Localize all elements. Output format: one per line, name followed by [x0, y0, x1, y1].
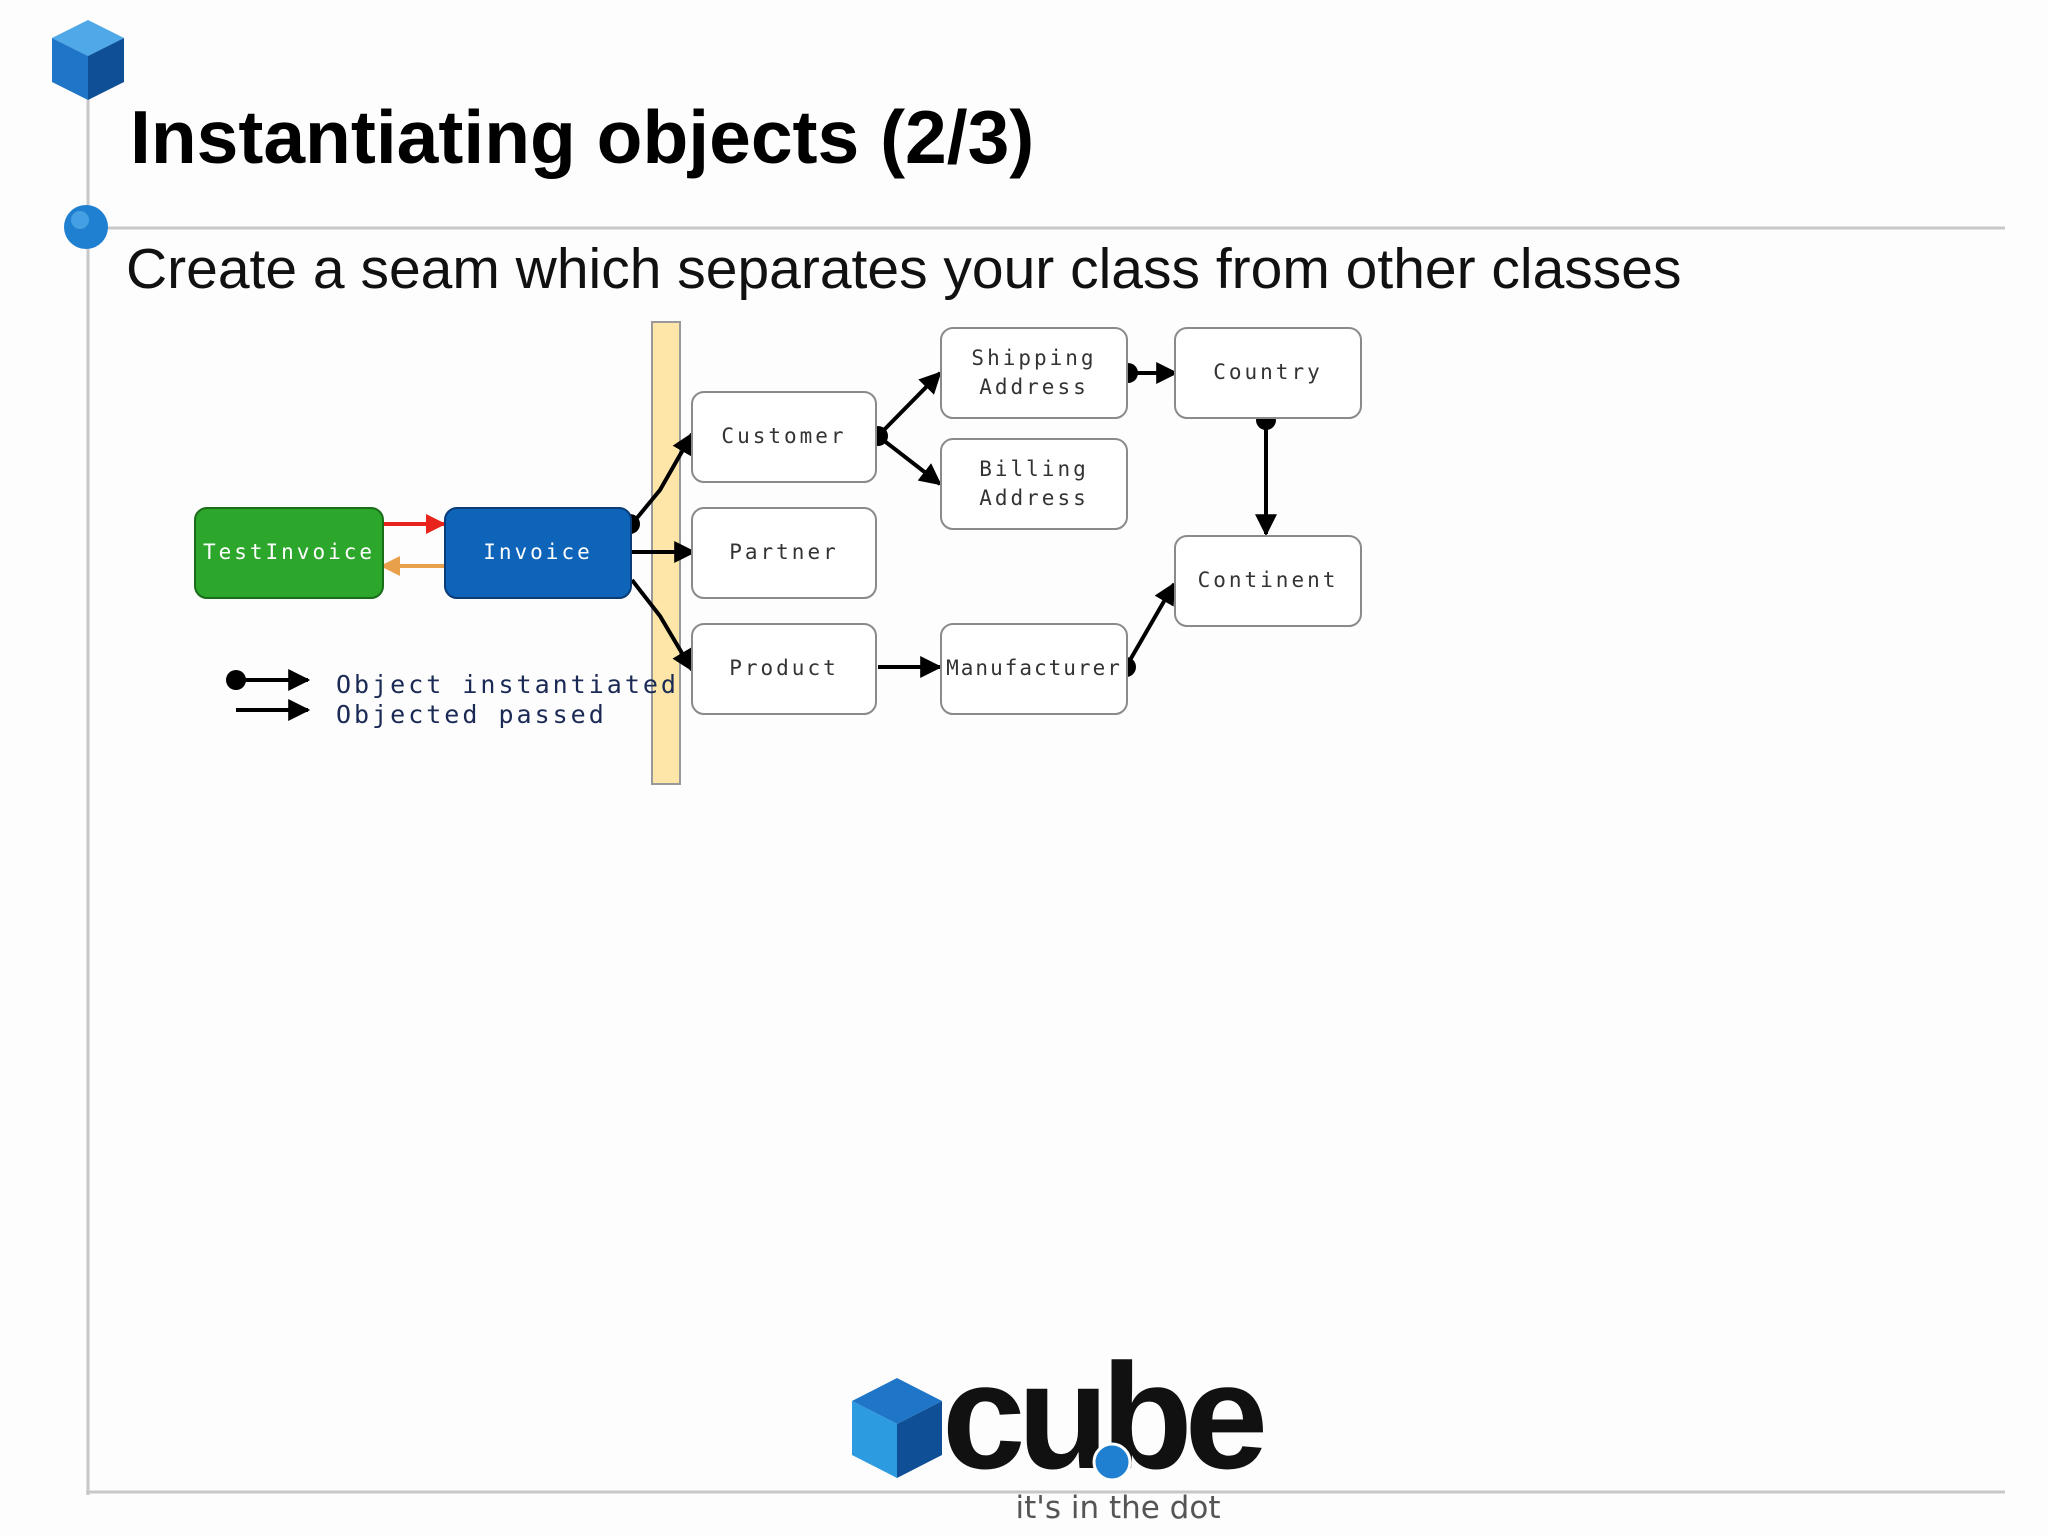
node-continent: Continent [1174, 535, 1362, 627]
legend-instantiated-label: Object instantiated [336, 670, 679, 699]
corner-cube-icon [52, 20, 124, 100]
node-partner: Partner [691, 507, 877, 599]
logo-cube-icon [852, 1378, 942, 1478]
node-testinvoice: TestInvoice [194, 507, 384, 599]
legend-passed-label: Objected passed [336, 700, 607, 729]
edge-invoice-to-product [630, 578, 694, 672]
node-invoice: Invoice [444, 507, 632, 599]
node-manufacturer: Manufacturer [940, 623, 1128, 715]
svg-text:Product: Product [729, 656, 839, 680]
edge-customer-to-shipping [876, 371, 942, 438]
svg-text:Address: Address [979, 375, 1089, 399]
svg-text:TestInvoice: TestInvoice [203, 540, 375, 564]
legend-instantiated-icon [226, 669, 311, 691]
edge-manufacturer-to-continent [1124, 582, 1176, 669]
svg-text:Shipping: Shipping [971, 346, 1096, 370]
edge-customer-to-billing [876, 434, 942, 486]
edge-invoice-to-customer [630, 432, 694, 526]
node-shipping-address: Shipping Address [940, 327, 1128, 419]
node-country: Country [1174, 327, 1362, 419]
node-billing-address: Billing Address [940, 438, 1128, 530]
node-product: Product [691, 623, 877, 715]
node-customer: Customer [691, 391, 877, 483]
svg-text:Manufacturer: Manufacturer [946, 656, 1122, 680]
svg-text:Billing: Billing [979, 457, 1089, 481]
logo-dot-icon [1092, 1442, 1132, 1482]
svg-text:Invoice: Invoice [483, 540, 593, 564]
slide-title: Instantiating objects (2/3) [130, 95, 1035, 179]
logo-tagline: it's in the dot [1016, 1490, 1221, 1526]
svg-text:Country: Country [1213, 360, 1323, 384]
svg-text:Customer: Customer [721, 424, 846, 448]
legend: Object instantiated Objected passed [226, 669, 679, 729]
svg-text:Address: Address [979, 486, 1089, 510]
slide-subtitle: Create a seam which separates your class… [126, 237, 1682, 301]
svg-text:Partner: Partner [729, 540, 839, 564]
cube-logo: cube it's in the dot [852, 1332, 1272, 1526]
svg-text:Continent: Continent [1198, 568, 1339, 592]
